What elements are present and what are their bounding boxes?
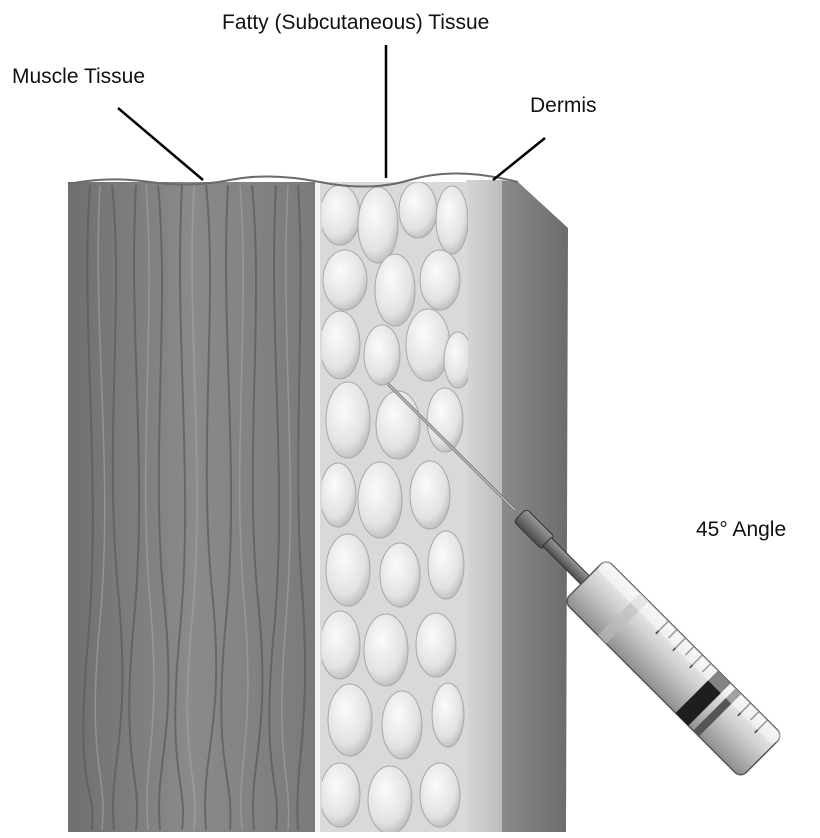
dermis-label: Dermis xyxy=(530,95,597,116)
muscle-leader-line xyxy=(118,108,203,180)
angle-label: 45° Angle xyxy=(696,519,786,540)
syringe-barrel xyxy=(564,559,783,778)
dermis-leader-line xyxy=(493,138,545,180)
muscle-tissue-label: Muscle Tissue xyxy=(12,66,145,87)
dermis-side-face xyxy=(498,180,568,832)
dermis-layer xyxy=(466,180,502,832)
fatty-tissue-label: Fatty (Subcutaneous) Tissue xyxy=(222,12,489,33)
